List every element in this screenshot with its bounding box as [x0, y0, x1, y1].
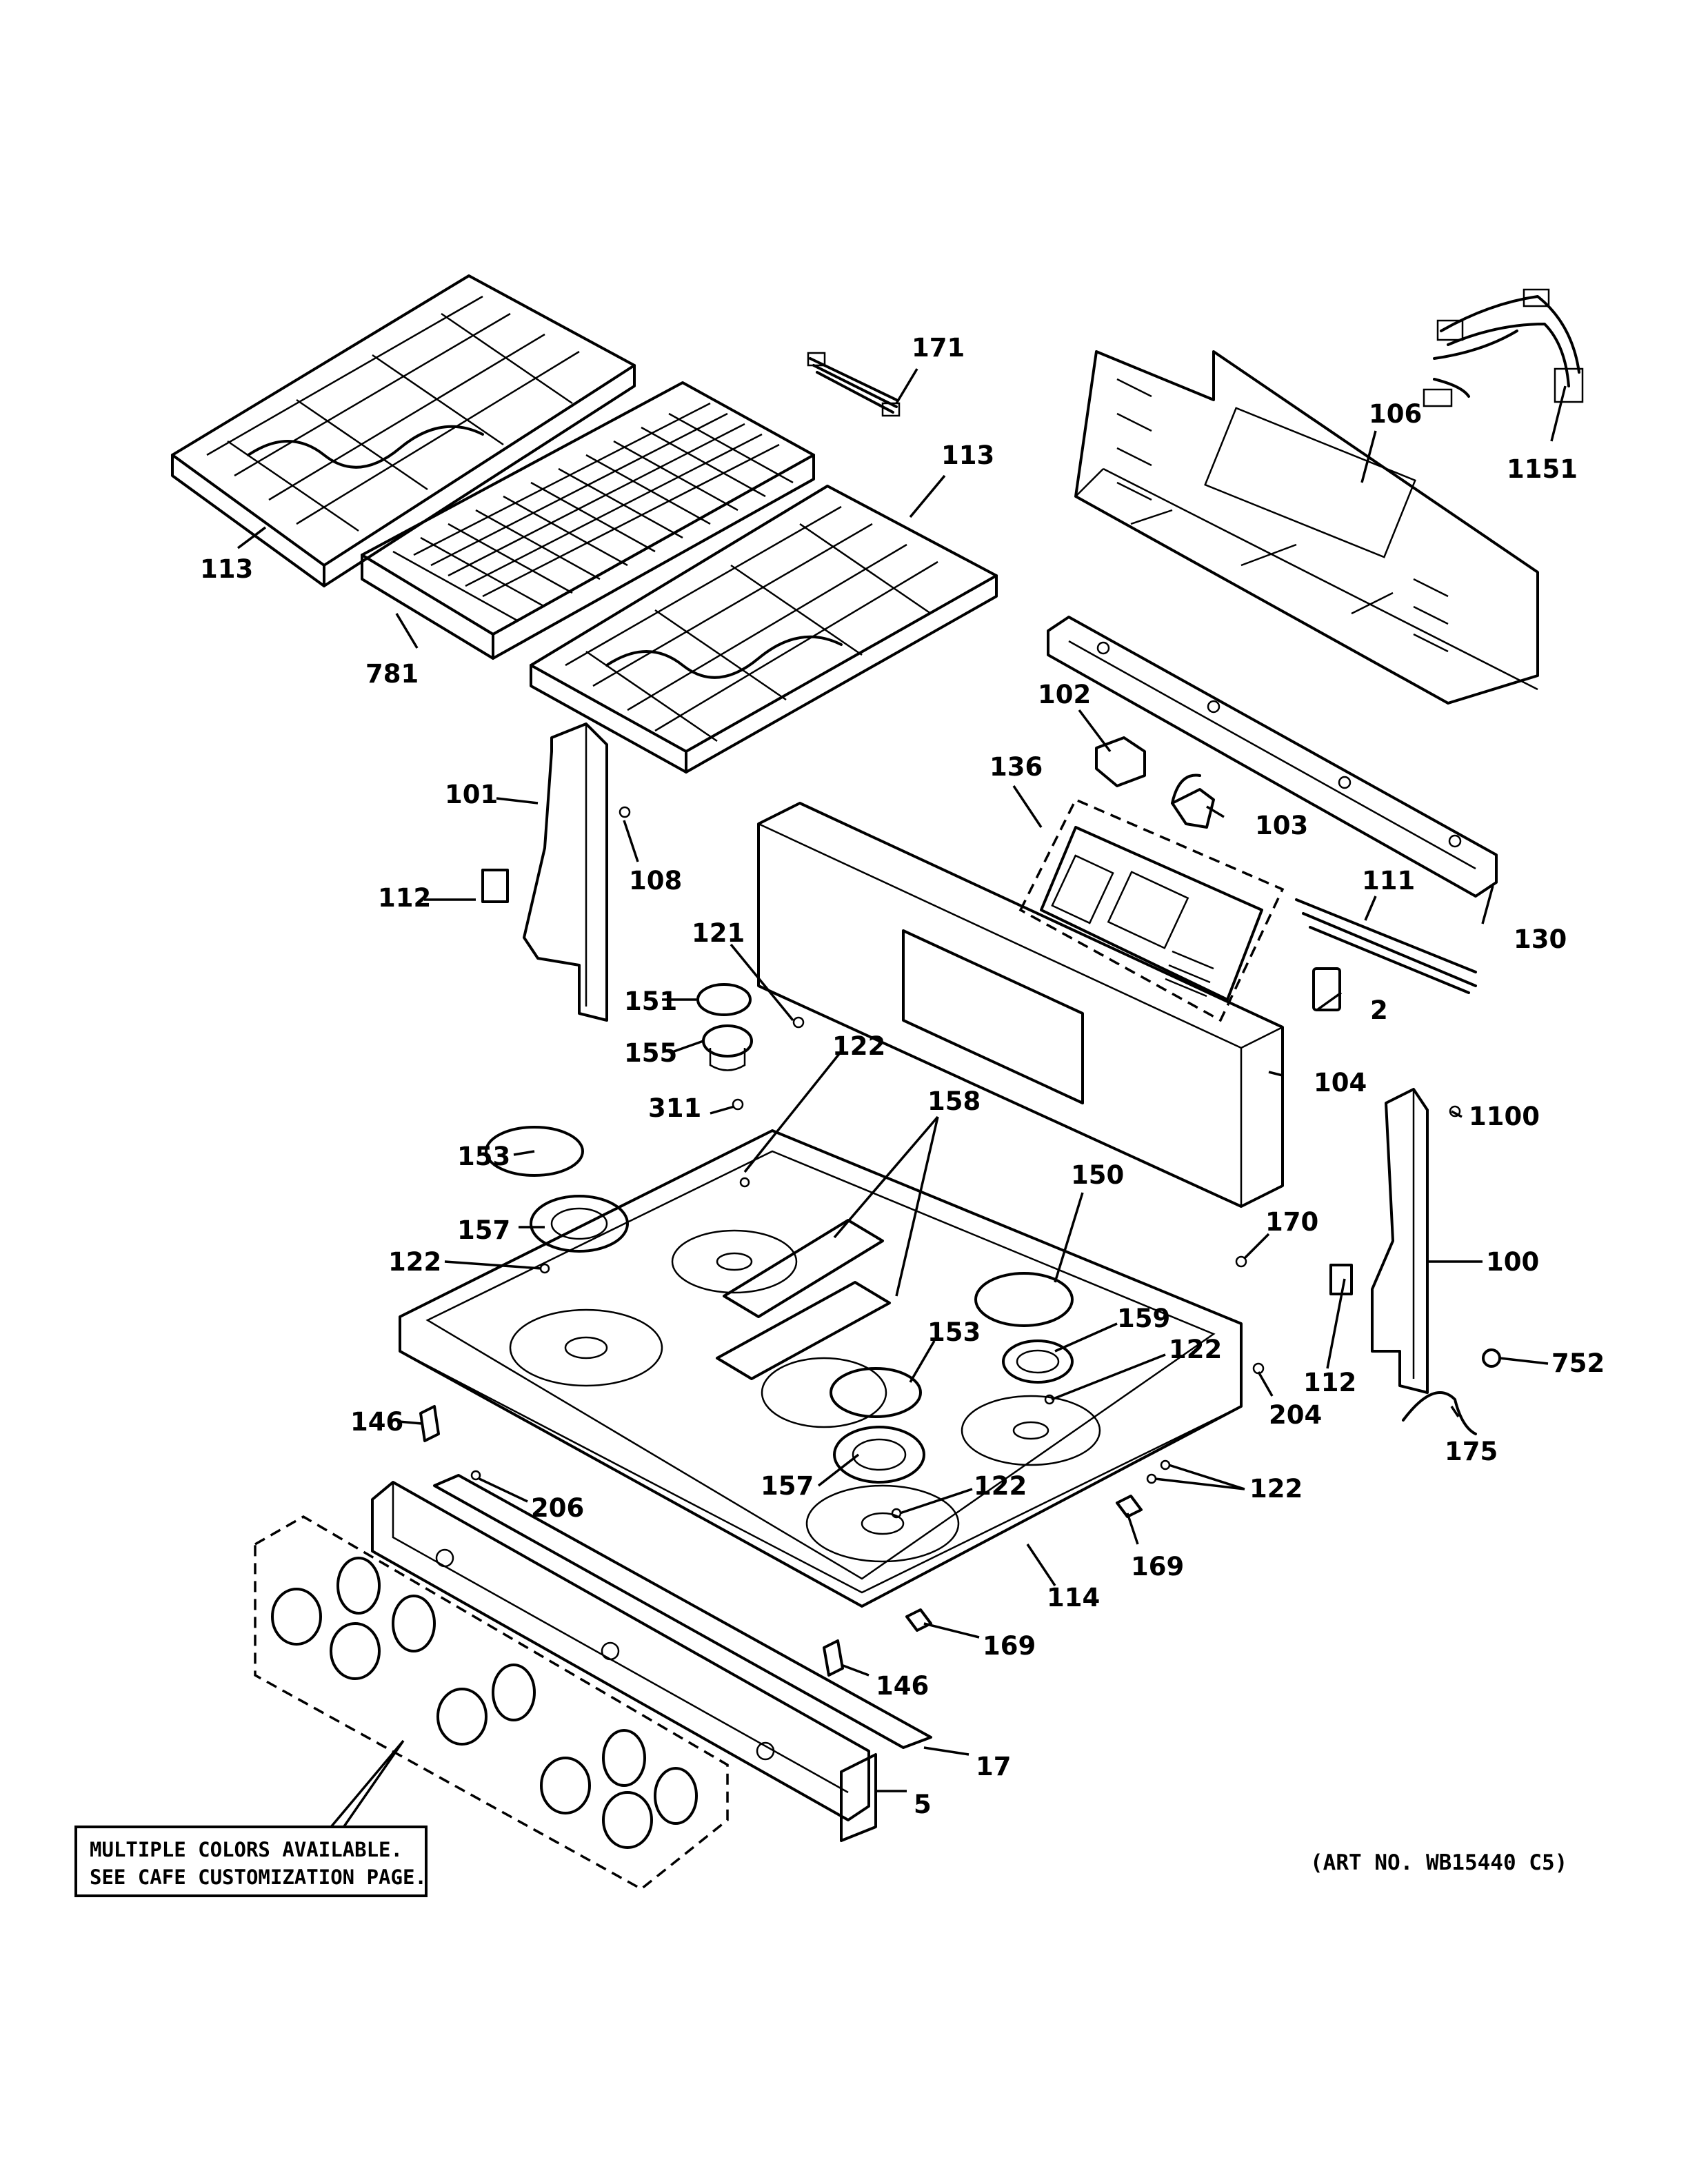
callout-153-b: 153 [927, 1317, 981, 1347]
bracket-103-drawing [1171, 774, 1215, 829]
callout-122-a: 122 [832, 1031, 885, 1061]
callout-113-right: 113 [941, 441, 994, 470]
callout-206: 206 [531, 1493, 584, 1523]
callout-158: 158 [927, 1086, 981, 1116]
callout-311: 311 [648, 1093, 701, 1123]
left-grate-drawing [171, 274, 636, 587]
callout-labels: 171 106 1151 113 113 781 102 136 103 101… [200, 333, 1605, 1819]
callout-1151: 1151 [1507, 454, 1578, 484]
leader-lines [237, 368, 1567, 1835]
callout-5: 5 [914, 1790, 932, 1819]
callout-146-a: 146 [350, 1407, 403, 1437]
callout-146-b: 146 [876, 1671, 929, 1701]
connector-171-drawing [807, 352, 901, 417]
callout-170: 170 [1265, 1207, 1318, 1237]
callout-121: 121 [692, 918, 745, 948]
callout-169-a: 169 [1131, 1552, 1184, 1581]
callout-151: 151 [624, 987, 677, 1016]
callout-112-right: 112 [1303, 1368, 1356, 1397]
callout-103: 103 [1255, 811, 1308, 840]
note-line-2: SEE CAFE CUSTOMIZATION PAGE. [90, 1866, 427, 1889]
callout-752: 752 [1551, 1348, 1605, 1378]
callout-100: 100 [1486, 1247, 1539, 1277]
right-grate-drawing [530, 485, 998, 774]
callout-122-d: 122 [974, 1471, 1027, 1501]
callout-155: 155 [624, 1038, 677, 1068]
callout-130: 130 [1514, 924, 1567, 954]
callout-171: 171 [912, 333, 965, 363]
callout-112-left: 112 [378, 883, 431, 913]
callout-169-b: 169 [983, 1631, 1036, 1661]
cooktop-114-drawing [399, 1129, 1243, 1608]
burner-parts-drawing [485, 983, 1074, 1484]
callout-122-e: 122 [1249, 1474, 1303, 1504]
harness-1151-drawing [1423, 288, 1584, 407]
griddle-drawing [361, 381, 815, 660]
callout-175: 175 [1445, 1437, 1498, 1466]
art-number: (ART NO. WB15440 C5) [1310, 1850, 1567, 1875]
callout-204: 204 [1269, 1400, 1322, 1430]
wire-111-drawing [1295, 898, 1477, 994]
backguard-104-drawing [757, 802, 1284, 1208]
callout-153-a: 153 [457, 1142, 510, 1171]
callout-114: 114 [1047, 1583, 1100, 1612]
callout-150: 150 [1071, 1160, 1124, 1190]
callout-101: 101 [445, 780, 498, 809]
callout-781: 781 [365, 659, 419, 689]
note-line-1: MULTIPLE COLORS AVAILABLE. [90, 1838, 403, 1861]
callout-157-a: 157 [457, 1215, 510, 1245]
part-2-drawing [1312, 967, 1341, 1011]
callout-1100: 1100 [1469, 1102, 1540, 1131]
callout-157-b: 157 [761, 1471, 814, 1501]
side-panel-100-drawing [1371, 1088, 1429, 1394]
rear-panel-106-drawing [1074, 350, 1539, 705]
callout-122-c: 122 [1169, 1335, 1222, 1364]
callout-122-b: 122 [388, 1247, 441, 1277]
bracket-102-drawing [1095, 736, 1146, 787]
callout-136: 136 [989, 752, 1043, 782]
rear-trim-130-drawing [1047, 616, 1498, 898]
side-panel-101-drawing [523, 722, 608, 1022]
callout-2: 2 [1370, 995, 1388, 1025]
callout-106: 106 [1369, 399, 1422, 429]
callout-159: 159 [1117, 1304, 1170, 1333]
callout-17: 17 [976, 1752, 1012, 1781]
callout-102: 102 [1038, 680, 1091, 709]
control-panel-drawing [371, 1474, 932, 1842]
knob-group-drawing [254, 1515, 729, 1891]
customization-note: MULTIPLE COLORS AVAILABLE. SEE CAFE CUST… [74, 1826, 428, 1897]
control-assembly-136-drawing [1018, 798, 1285, 1022]
callout-111: 111 [1362, 866, 1415, 896]
callout-104: 104 [1314, 1068, 1367, 1098]
callout-108: 108 [629, 866, 682, 896]
callout-113-left: 113 [200, 554, 253, 584]
